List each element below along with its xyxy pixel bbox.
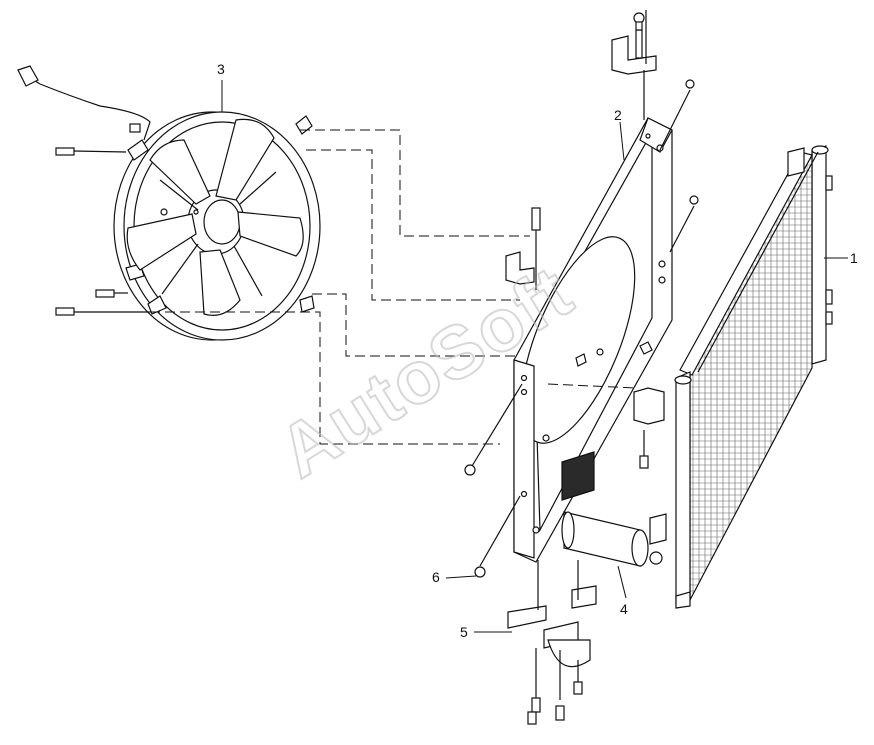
alignment-lines (150, 129, 637, 445)
top-bracket (611, 10, 657, 120)
callout-3: 3 (217, 61, 225, 77)
callouts (221, 80, 848, 633)
callout-2: 2 (614, 107, 622, 123)
callout-4: 4 (620, 601, 628, 617)
callout-5: 5 (460, 624, 468, 640)
callout-6: 6 (432, 569, 440, 585)
cooling-fan-assembly (17, 65, 321, 341)
callout-1: 1 (850, 250, 858, 266)
radiator (674, 145, 833, 609)
leader-6 (445, 575, 477, 579)
long-bolts (464, 383, 523, 578)
leader-2 (619, 121, 625, 161)
bottom-clamps (507, 560, 597, 725)
fan-shroud-frame (513, 117, 673, 563)
leader-4 (617, 565, 627, 599)
side-brackets (505, 79, 699, 545)
fan-screws (55, 147, 150, 316)
receiver-dryer (561, 451, 663, 567)
